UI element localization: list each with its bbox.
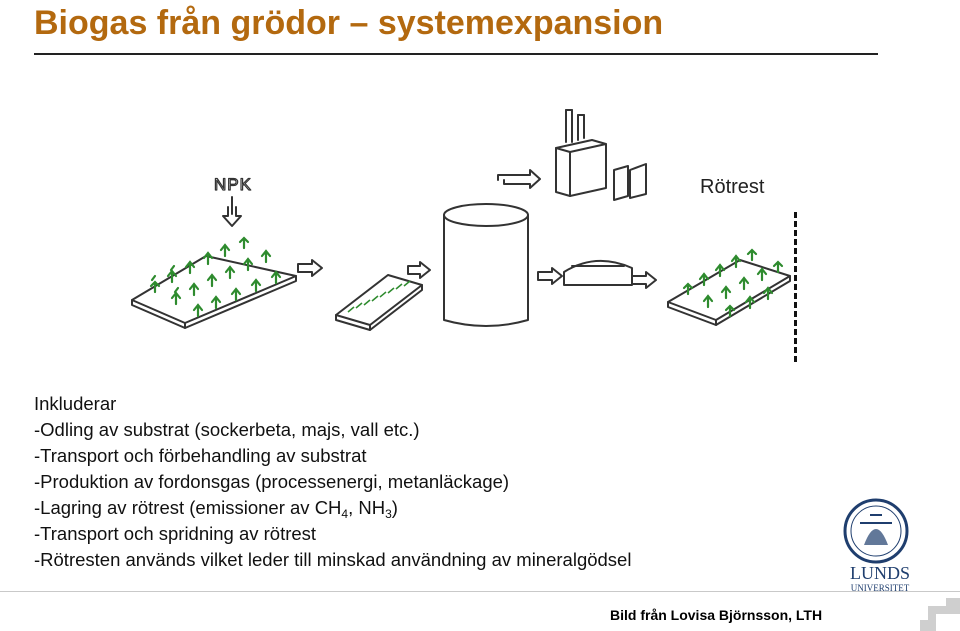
gas-upgrading-plant (555, 109, 607, 197)
bullet-item: -Odling av substrat (sockerbeta, majs, v… (34, 419, 420, 440)
storage-suffix: ) (391, 497, 398, 518)
bullet-item: -Transport och spridning av rötrest (34, 523, 317, 544)
crop-field-2 (667, 259, 791, 326)
arrow-harvest-to-digester (407, 261, 431, 279)
lund-university-logo: LUNDS UNIVERSITET (843, 498, 910, 593)
gas-cylinders (613, 163, 647, 201)
plants-field-2 (682, 248, 784, 318)
title-underline (34, 53, 878, 55)
bullet-item: -Produktion av fordonsgas (processenergi… (34, 471, 510, 492)
bullet-item: -Transport och förbehandling av substrat (34, 445, 367, 466)
harvested-crop-block (335, 274, 423, 331)
npk-label: NPK (214, 175, 252, 194)
ch-subscript: 4 (341, 507, 349, 521)
digester-tank (443, 203, 529, 327)
included-list: Inkluderar -Odling av substrat (sockerbe… (34, 391, 631, 573)
npk-down-arrow (222, 196, 242, 227)
storage-prefix: -Lagring av rötrest (emissioner av CH (34, 497, 342, 518)
image-credit: Bild från Lovisa Björnsson, LTH (610, 607, 823, 623)
storage-mid: , NH (348, 497, 386, 518)
harvested-crop-hatching (347, 280, 411, 313)
arrow-to-upgrading (497, 169, 541, 189)
footer-divider (0, 591, 960, 592)
arrow-field-to-harvest (297, 259, 323, 277)
biogas-process-diagram: NPK (131, 109, 791, 331)
corner-decoration (920, 598, 960, 631)
digestate-label: Rötrest (700, 176, 765, 198)
arrow-digester-to-storage (537, 267, 563, 285)
bullet-item-storage: -Lagring av rötrest (emissioner av CH4, … (34, 495, 631, 521)
bullet-item: -Rötresten används vilket leder till min… (34, 549, 632, 570)
logo-subname: UNIVERSITET (851, 583, 910, 593)
arrow-storage-to-field (631, 271, 657, 289)
system-boundary-dashed-line (794, 212, 797, 362)
nh-subscript: 3 (385, 507, 392, 521)
included-heading: Inkluderar (34, 393, 117, 414)
digestate-storage (563, 259, 633, 286)
plants-field-1 (149, 236, 282, 318)
crop-field-1 (131, 255, 297, 329)
slide-title: Biogas från grödor – systemexpansion (34, 4, 664, 42)
logo-name: LUNDS (850, 563, 910, 583)
